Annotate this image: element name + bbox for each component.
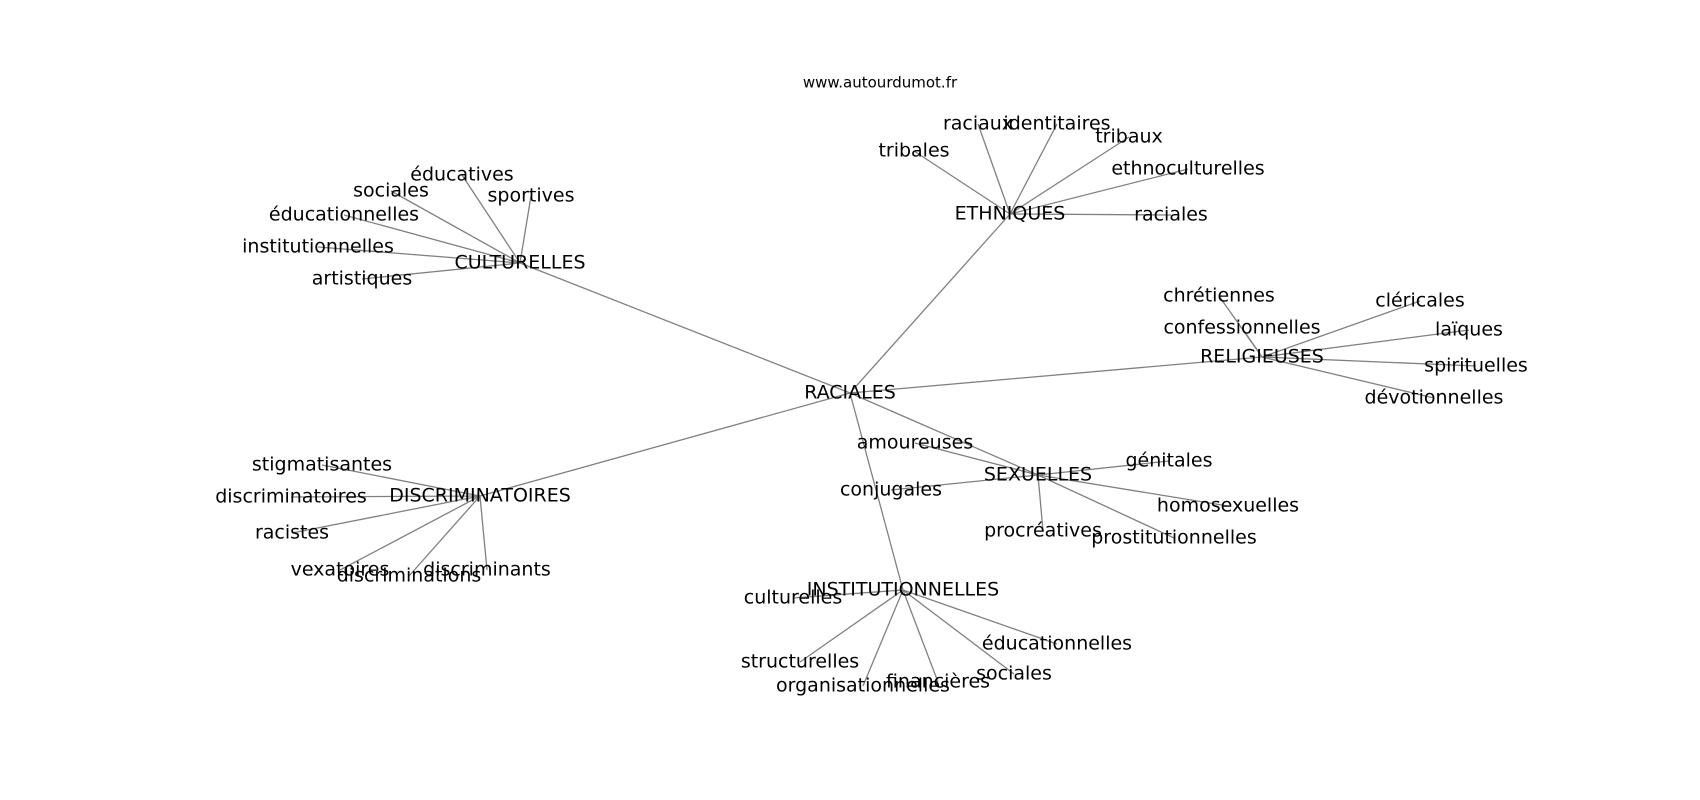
edge-culturelles-educationnelles <box>343 214 521 264</box>
edge-sexuelles-conjugales <box>890 474 1039 491</box>
leaf-node-culturelles-artistiques[interactable]: artistiques <box>312 268 413 290</box>
edge-institutionnelles-structurelles <box>799 589 904 663</box>
edge-religieuses-devotionnelles <box>1261 356 1435 399</box>
edge-religieuses-confessionnelles <box>1241 327 1263 358</box>
edge-ethniques-tribaux <box>1009 136 1130 215</box>
leaf-node-institutionnelles-educationnelles[interactable]: éducationnelles <box>982 633 1132 655</box>
leaf-node-culturelles-educatives[interactable]: éducatives <box>410 164 513 186</box>
leaf-node-institutionnelles-culturelles[interactable]: culturelles <box>744 587 843 609</box>
edge-culturelles-artistiques <box>361 262 521 280</box>
edge-discriminatoires-vexatoires <box>339 495 481 571</box>
edge-sexuelles-procreatives <box>1037 474 1044 532</box>
leaf-node-ethniques-identitaires[interactable]: identitaires <box>1003 113 1110 135</box>
group-node-discriminatoires[interactable]: DISCRIMINATOIRES <box>389 485 571 507</box>
leaf-node-institutionnelles-sociales[interactable]: sociales <box>976 663 1052 685</box>
edge-discriminatoires-discriminants <box>479 495 488 571</box>
edge-discriminatoires-stigmatisantes <box>321 464 481 497</box>
edge-religieuses-laiques <box>1261 329 1470 358</box>
leaf-node-religieuses-devotionnelles[interactable]: dévotionnelles <box>1365 387 1504 409</box>
group-node-sexuelles[interactable]: SEXUELLES <box>984 464 1092 486</box>
edge-institutionnelles-financieres <box>902 589 939 683</box>
edge-institutionnelles-culturelles <box>792 589 904 599</box>
edge-sexuelles-amoureuses <box>914 442 1039 476</box>
edge-ethniques-raciales <box>1009 213 1172 216</box>
leaf-node-institutionnelles-financieres[interactable]: financières <box>886 671 990 693</box>
leaf-node-ethniques-tribaux[interactable]: tribaux <box>1095 126 1163 148</box>
edge-ethniques-tribales <box>913 150 1011 215</box>
leaf-node-sexuelles-amoureuses[interactable]: amoureuses <box>857 432 973 454</box>
leaf-node-sexuelles-conjugales[interactable]: conjugales <box>840 479 942 501</box>
edge-religieuses-clericales <box>1261 300 1421 358</box>
edge-root-sexuelles <box>849 392 1039 476</box>
leaf-node-institutionnelles-structurelles[interactable]: structurelles <box>741 651 859 673</box>
edge-culturelles-institutionnelles <box>317 246 521 264</box>
edge-root-institutionnelles <box>849 392 904 591</box>
leaf-node-ethniques-racaux[interactable]: raciaux <box>943 113 1013 135</box>
leaf-node-sexuelles-genitales[interactable]: génitales <box>1125 450 1212 472</box>
edge-ethniques-identitaires <box>1009 123 1058 215</box>
leaf-node-sexuelles-homosexuelles[interactable]: homosexuelles <box>1157 495 1299 517</box>
leaf-node-ethniques-tribales[interactable]: tribales <box>878 140 949 162</box>
leaf-node-institutionnelles-organisationnelles[interactable]: organisationnelles <box>776 675 950 697</box>
group-node-institutionnelles[interactable]: INSTITUTIONNELLES <box>807 579 999 601</box>
edge-discriminatoires-discriminations <box>408 495 481 577</box>
leaf-node-discriminatoires-vexatoires[interactable]: vexatoires <box>291 559 390 581</box>
edge-institutionnelles-educationnelles <box>902 589 1058 645</box>
edge-root-culturelles <box>519 262 851 394</box>
edge-culturelles-educatives <box>461 174 521 264</box>
edge-discriminatoires-racistes <box>291 495 481 534</box>
leaf-node-culturelles-sportives[interactable]: sportives <box>488 185 575 207</box>
group-node-culturelles[interactable]: CULTURELLES <box>454 252 585 274</box>
leaf-node-ethniques-ethnoculturelles[interactable]: ethnoculturelles <box>1111 158 1264 180</box>
leaf-node-religieuses-clericales[interactable]: cléricales <box>1375 290 1464 312</box>
edge-religieuses-spirituelles <box>1261 356 1477 367</box>
label-layer: www.autourdumot.fr RACIALES CULTURELLES éd… <box>215 74 1528 697</box>
leaf-node-religieuses-chretiennes[interactable]: chrétiennes <box>1163 285 1275 307</box>
leaf-node-sexuelles-procreatives[interactable]: procréatives <box>984 520 1102 542</box>
leaf-node-sexuelles-prostitutionnelles[interactable]: prostitutionnelles <box>1091 527 1256 549</box>
leaf-node-religieuses-laiques[interactable]: laïques <box>1435 319 1503 341</box>
leaf-node-discriminatoires-stigmatisantes[interactable]: stigmatisantes <box>252 454 392 476</box>
group-node-ethniques[interactable]: ETHNIQUES <box>955 203 1066 225</box>
edge-discriminatoires-discriminatoires <box>290 495 481 498</box>
edge-sexuelles-prostitutionnelles <box>1037 474 1175 539</box>
leaf-node-religieuses-spirituelles[interactable]: spirituelles <box>1424 355 1528 377</box>
leaf-node-culturelles-sociales[interactable]: sociales <box>353 180 429 202</box>
leaf-node-discriminatoires-discriminants[interactable]: discriminants <box>423 559 551 581</box>
edge-layer <box>290 123 1477 687</box>
edge-root-discriminatoires <box>479 392 851 497</box>
edge-root-religieuses <box>849 356 1263 394</box>
edge-sexuelles-homosexuelles <box>1037 474 1229 507</box>
edge-culturelles-sportives <box>519 195 532 264</box>
leaf-node-culturelles-institutionnelles[interactable]: institutionnelles <box>242 236 394 258</box>
edge-ethniques-racaux <box>977 123 1011 215</box>
edge-ethniques-ethnoculturelles <box>1009 168 1189 215</box>
edge-sexuelles-genitales <box>1037 460 1170 476</box>
leaf-node-religieuses-confessionnelles[interactable]: confessionnelles <box>1163 317 1320 339</box>
root-node-label[interactable]: RACIALES <box>804 382 896 404</box>
leaf-node-discriminatoires-racistes[interactable]: racistes <box>255 522 329 544</box>
leaf-node-discriminatoires-discriminations[interactable]: discriminations <box>337 565 482 587</box>
edge-culturelles-sociales <box>390 190 521 264</box>
edge-root-ethniques <box>849 213 1011 394</box>
leaf-node-discriminatoires-discriminatoires[interactable]: discriminatoires <box>215 486 367 508</box>
group-node-religieuses[interactable]: RELIGIEUSES <box>1200 346 1324 368</box>
leaf-node-culturelles-educationnelles[interactable]: éducationnelles <box>269 204 419 226</box>
edge-institutionnelles-sociales <box>902 589 1015 675</box>
leaf-node-ethniques-raciales[interactable]: raciales <box>1134 204 1208 226</box>
watermark-text: www.autourdumot.fr <box>803 74 958 92</box>
edge-institutionnelles-organisationnelles <box>862 589 904 687</box>
